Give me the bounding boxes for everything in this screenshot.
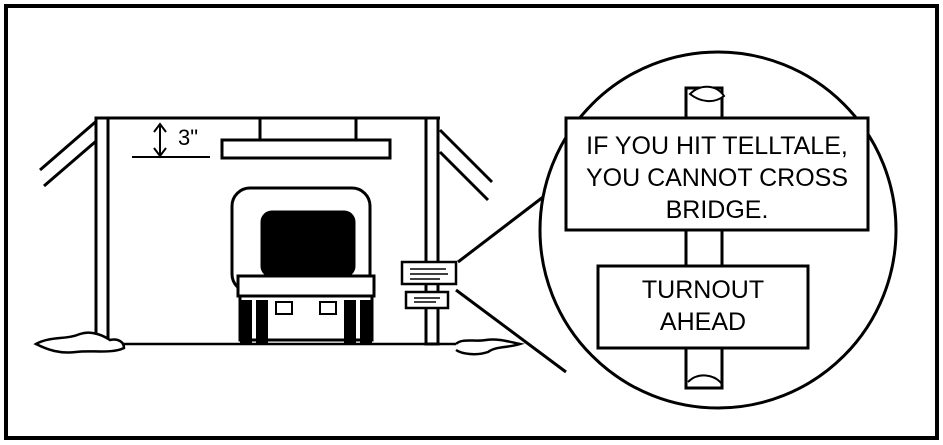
main-sign-line1: IF YOU HIT TELLTALE, <box>586 132 848 160</box>
truck-wheel-right-outer <box>360 300 372 344</box>
turnout-sign-line1: TURNOUT <box>642 276 764 304</box>
turnout-sign-line2: AHEAD <box>660 308 746 336</box>
telltale-bar <box>220 138 392 160</box>
magnifier-callout <box>455 50 898 410</box>
clearance-label: 3" <box>178 125 198 150</box>
main-sign-line2: YOU CANNOT CROSS <box>586 164 848 192</box>
truck-left-light <box>275 301 293 315</box>
truck-wheel-left-outer <box>240 300 252 344</box>
bridge-left-post <box>94 116 110 346</box>
truck-right-light <box>319 301 337 315</box>
bridge-right-post <box>424 116 440 346</box>
truck-wheel-left-inner <box>256 300 268 344</box>
main-sign <box>564 116 870 232</box>
main-sign-line3: BRIDGE. <box>666 196 769 224</box>
truck-wheel-right-inner <box>344 300 356 344</box>
small-signs <box>400 260 458 310</box>
truck-window <box>260 210 356 278</box>
turnout-sign <box>596 264 810 350</box>
bridge-scene <box>33 116 525 356</box>
truck <box>230 186 376 344</box>
truck-bumper <box>236 274 376 298</box>
small-sign-bottom <box>404 290 450 310</box>
small-sign-top <box>400 260 458 286</box>
